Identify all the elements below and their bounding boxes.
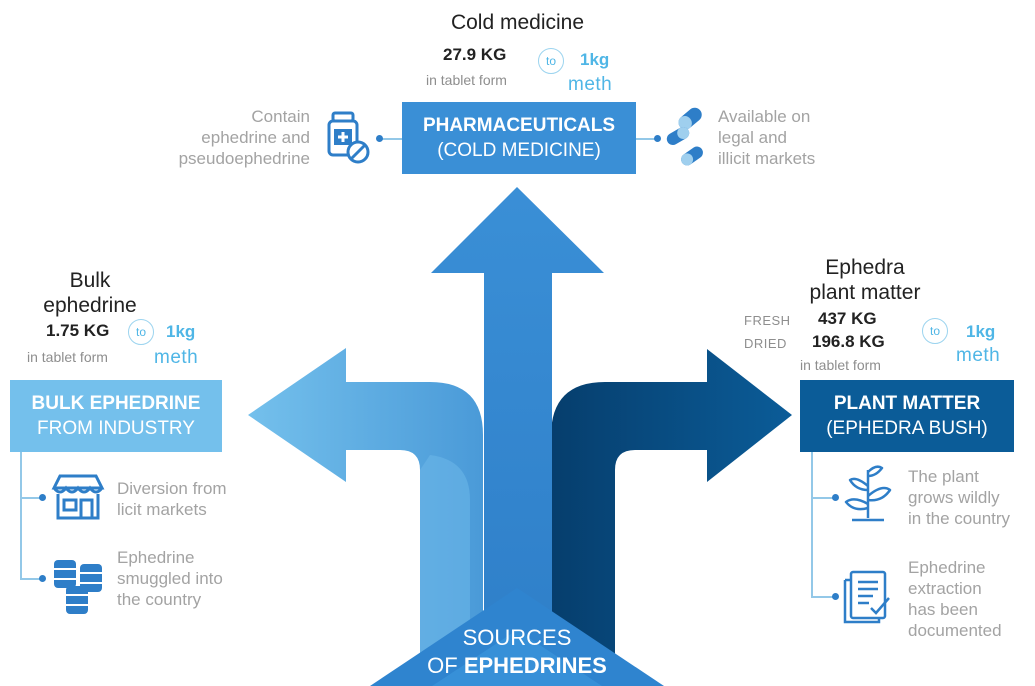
top-right-dot (654, 135, 661, 142)
right-box: PLANT MATTER (EPHEDRA BUSH) (800, 380, 1014, 452)
top-kg: 27.9 KG (443, 45, 507, 64)
right-title-line: Ephedra (825, 256, 905, 279)
left-kg: 1.75 KG (46, 321, 110, 340)
pills-icon (666, 107, 703, 166)
left-connector-2 (20, 578, 42, 580)
left-note-2-line: Ephedrine (117, 548, 195, 567)
top-meth-amount: 1kg (580, 50, 610, 69)
right-to-circle: to (922, 318, 948, 344)
left-meth-amount: 1kg (166, 322, 196, 341)
right-connector-1 (811, 497, 835, 499)
left-meth-label: meth (154, 347, 199, 368)
top-left-note-line: pseudoephedrine (178, 149, 310, 168)
top-left-note-line: ephedrine and (201, 128, 310, 147)
left-note-1-line: Diversion from (117, 479, 227, 498)
right-form: in tablet form (800, 357, 881, 373)
right-box-line1: PLANT MATTER (833, 393, 981, 414)
left-title: Bulk ephedrine (20, 268, 160, 318)
top-meth-label: meth (568, 74, 613, 95)
left-box-line2: FROM INDUSTRY (37, 418, 195, 439)
left-form: in tablet form (27, 349, 108, 365)
right-title: Ephedra plant matter (790, 255, 940, 305)
sources-line1: SOURCES (462, 625, 572, 650)
right-note-1-line: in the country (908, 509, 1011, 528)
plant-icon (844, 465, 892, 522)
sources-line2-prefix: OF (427, 653, 458, 678)
right-fresh-kg: 437 KG (818, 309, 877, 328)
right-title-line: plant matter (809, 281, 921, 304)
left-title-line: Bulk (69, 269, 111, 292)
bottom-triangle-light (432, 630, 602, 686)
top-form: in tablet form (426, 72, 507, 88)
right-note-2-line: extraction (908, 579, 982, 598)
right-arrow (551, 349, 792, 686)
left-box: BULK EPHEDRINE FROM INDUSTRY (10, 380, 222, 452)
right-fresh-label: FRESH (744, 313, 791, 328)
left-to-circle: to (128, 319, 154, 345)
sources-label: SOURCES OF EPHEDRINES (412, 624, 622, 680)
right-note-2-line: documented (908, 621, 1002, 640)
sources-line2-bold: EPHEDRINES (463, 653, 607, 678)
right-dried-kg: 196.8 KG (812, 332, 885, 351)
top-left-note-line: Contain (251, 107, 310, 126)
top-box-line1: PHARMACEUTICALS (422, 115, 616, 136)
medicine-bottle-icon (327, 111, 370, 164)
right-meth-label: meth (956, 345, 1001, 366)
left-box-line1: BULK EPHEDRINE (31, 393, 201, 414)
left-dot-2 (39, 575, 46, 582)
document-check-icon (843, 570, 890, 624)
right-note-1: The plant grows wildly in the country (908, 466, 1010, 529)
left-connector-vertical (20, 452, 22, 580)
left-dot-1 (39, 494, 46, 501)
top-left-note: Contain ephedrine and pseudoephedrine (179, 106, 310, 169)
right-dot-2 (832, 593, 839, 600)
top-arrow (431, 187, 604, 686)
left-note-1: Diversion from licit markets (117, 478, 227, 520)
right-note-1-line: The plant (908, 467, 979, 486)
shop-icon (51, 474, 105, 520)
left-note-1-line: licit markets (117, 500, 207, 519)
top-right-note-line: Available on (718, 107, 811, 126)
barrels-icon (54, 560, 102, 614)
right-note-2-line: has been (908, 600, 978, 619)
right-note-2: Ephedrine extraction has been documented (908, 557, 1002, 641)
right-connector-2 (811, 596, 835, 598)
top-left-dot (376, 135, 383, 142)
top-right-connector (636, 138, 658, 140)
left-connector-1 (20, 497, 42, 499)
right-dot-1 (832, 494, 839, 501)
right-meth-amount: 1kg (966, 322, 996, 341)
top-right-note: Available on legal and illicit markets (718, 106, 815, 169)
left-note-2-line: the country (117, 590, 202, 609)
top-box-line2: (COLD MEDICINE) (437, 140, 601, 161)
right-connector-vertical (811, 452, 813, 598)
left-note-2-line: smuggled into (117, 569, 223, 588)
right-dried-label: DRIED (744, 336, 787, 351)
right-note-2-line: Ephedrine (908, 558, 986, 577)
top-title: Cold medicine (450, 11, 585, 34)
left-title-line: ephedrine (43, 294, 137, 317)
right-box-line2: (EPHEDRA BUSH) (826, 418, 988, 439)
right-note-1-line: grows wildly (908, 488, 1000, 507)
top-to-circle: to (538, 48, 564, 74)
top-left-connector (380, 138, 402, 140)
top-right-note-line: legal and (718, 128, 788, 147)
left-note-2: Ephedrine smuggled into the country (117, 547, 223, 610)
top-right-note-line: illicit markets (718, 149, 816, 168)
top-box: PHARMACEUTICALS (COLD MEDICINE) (402, 102, 636, 174)
